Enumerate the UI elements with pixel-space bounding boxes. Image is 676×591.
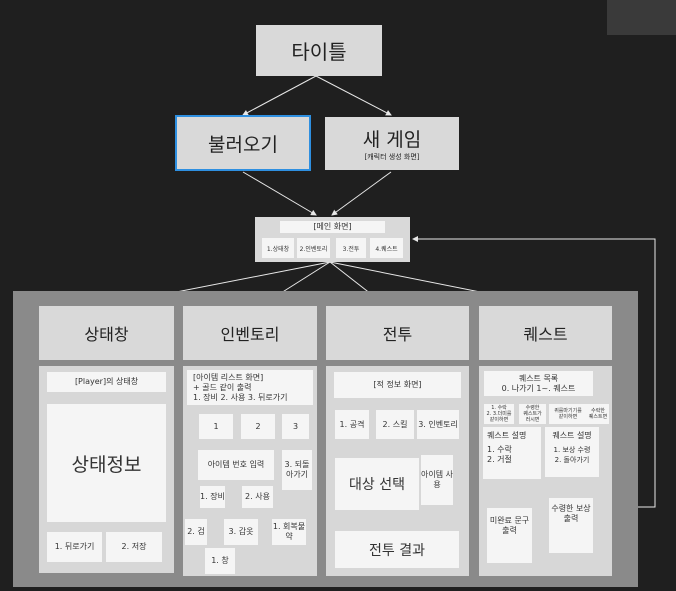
- quest-desc1-title: 퀘스트 설명: [487, 431, 527, 440]
- inventory-opt-2: 2: [241, 414, 275, 439]
- inventory-armor: 3. 갑옷: [224, 519, 258, 545]
- quest-desc2-body: 1. 보상 수령 2. 돌아가기: [553, 446, 591, 464]
- battle-header: 전투: [326, 306, 469, 360]
- battle-inventory: 3. 인벤토리: [417, 410, 459, 439]
- quest-desc-accepted: 퀘스트 설명 1. 보상 수령 2. 돌아가기: [545, 427, 599, 477]
- quest-header: 퀘스트: [479, 306, 612, 360]
- main-screen-title: [메인 화면]: [280, 221, 385, 233]
- quest-cond-1: 1. 수락 2. 3.더미를 같이하면: [484, 404, 514, 424]
- quest-list: 퀘스트 목록 0. 나가기 1~. 퀘스트: [484, 371, 593, 396]
- status-back-button[interactable]: 1. 뒤로가기: [47, 532, 102, 562]
- battle-result: 전투 결과: [335, 531, 459, 568]
- battle-attack: 1. 공격: [335, 410, 369, 439]
- quest-reward-msg: 수령한 보상 출력: [549, 498, 593, 553]
- status-save-button[interactable]: 2. 저장: [106, 532, 162, 562]
- inventory-item-input: 아이템 번호 입력: [198, 450, 274, 480]
- inventory-equip: 1. 장비: [200, 486, 225, 508]
- main-item-battle: 3.전투: [336, 238, 366, 258]
- quest-desc2-title: 퀘스트 설명: [552, 431, 592, 440]
- quest-column: 퀘스트 목록 0. 나가기 1~. 퀘스트 1. 수락 2. 3.더미를 같이하…: [479, 366, 612, 576]
- main-item-status: 1.상태창: [262, 238, 294, 258]
- quest-cond-3: 퀴를마기기를 같이하면: [549, 404, 587, 424]
- battle-target-select: 대상 선택: [335, 458, 419, 510]
- battle-item-use: 아이템 사용: [421, 455, 453, 505]
- title-node: 타이틀: [256, 25, 382, 76]
- quest-desc-unaccepted: 퀘스트 설명 1. 수락 2. 거절: [483, 427, 541, 479]
- corner-block: [607, 0, 676, 35]
- main-screen-node: [메인 화면] 1.상태창 2.인벤토리 3.전투 4.퀘스트: [255, 217, 410, 262]
- battle-column: [적 정보 화면] 1. 공격 2. 스킬 3. 인벤토리 대상 선택 아이템 …: [326, 366, 469, 576]
- main-item-inventory: 2.인벤토리: [297, 238, 330, 258]
- status-header: 상태창: [39, 306, 174, 360]
- inventory-list-title: [아이템 리스트 화면]: [193, 372, 264, 382]
- inventory-opt-1: 1: [199, 414, 233, 439]
- battle-skill: 2. 스킬: [376, 410, 414, 439]
- quest-list-title: 퀘스트 목록: [518, 373, 559, 383]
- status-column: [Player]의 상태창 상태정보 1. 뒤로가기 2. 저장: [39, 366, 174, 573]
- inventory-column: [아이템 리스트 화면] + 골드 같이 출력 1. 장비 2. 사용 3. 뒤…: [183, 366, 317, 576]
- inventory-list-gold: + 골드 같이 출력: [193, 382, 252, 392]
- inventory-list-opts: 1. 장비 2. 사용 3. 뒤로가기: [193, 392, 288, 402]
- quest-cond-2: 수령한 퀘스트가 러시면: [519, 404, 546, 424]
- new-game-sub: [캐릭터 생성 화면]: [364, 153, 420, 161]
- status-info: 상태정보: [47, 404, 166, 522]
- inventory-header: 인벤토리: [183, 306, 317, 360]
- quest-desc1-body: 1. 수락 2. 거절: [487, 445, 512, 464]
- quest-incomplete-msg: 미완료 문구 출력: [487, 508, 532, 563]
- inventory-use: 2. 사용: [242, 486, 273, 508]
- load-node[interactable]: 불러오기: [175, 115, 311, 171]
- main-item-quest: 4.퀘스트: [370, 238, 403, 258]
- load-label: 불러오기: [208, 133, 278, 156]
- new-game-label: 새 게임: [362, 129, 422, 151]
- title-label: 타이틀: [291, 40, 347, 64]
- inventory-back: 3. 되돌아가기: [282, 450, 312, 490]
- quest-list-opts: 0. 나가기 1~. 퀘스트: [501, 383, 576, 393]
- inventory-potion: 1. 회복물약: [272, 519, 306, 545]
- inventory-opt-3: 3: [282, 414, 309, 439]
- battle-enemy-info: [적 정보 화면]: [334, 372, 461, 398]
- quest-cond-4: 수락한 퀘스트면: [587, 404, 609, 424]
- inventory-list: [아이템 리스트 화면] + 골드 같이 출력 1. 장비 2. 사용 3. 뒤…: [187, 370, 313, 405]
- new-game-node: 새 게임 [캐릭터 생성 화면]: [325, 117, 459, 170]
- inventory-spear: 1. 창: [205, 548, 235, 574]
- status-title: [Player]의 상태창: [47, 372, 166, 392]
- inventory-sword: 2. 검: [185, 519, 207, 545]
